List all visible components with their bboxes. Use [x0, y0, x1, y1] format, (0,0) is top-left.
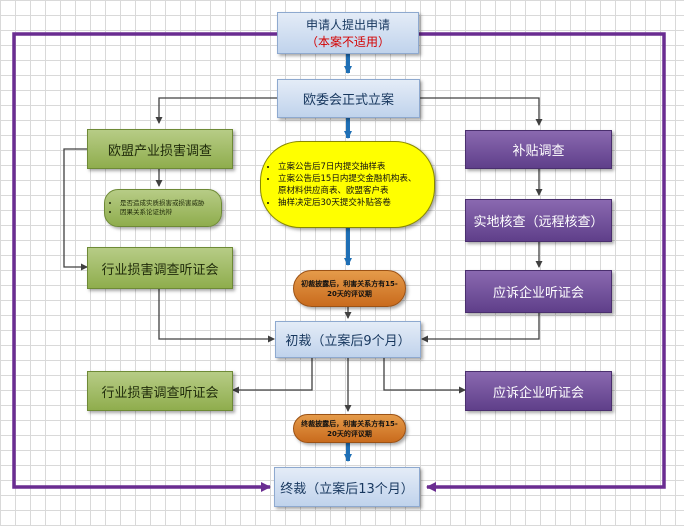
provisional-to-respondent-bottom	[383, 358, 466, 394]
injury-hearing-bottom-label: 行业损害调查听证会	[101, 385, 219, 401]
branch-connectors	[63, 97, 543, 412]
subsidy-label: 补贴调查	[512, 144, 565, 159]
injury-hearing-top-box: 行业损害调查听证会	[87, 247, 233, 289]
initiation-box: 欧委会正式立案	[277, 79, 420, 118]
subsidy-box: 补贴调查	[465, 130, 612, 169]
deadline-item: 抽样决定后30天提交补贴答卷	[278, 197, 420, 209]
deadline-item: 立案公告后7日内提交抽样表	[278, 161, 420, 173]
initiation-label: 欧委会正式立案	[302, 93, 394, 108]
applicant-title: 申请人提出申请	[305, 18, 390, 32]
respondent-hearing-top-label: 应诉企业听证会	[492, 286, 584, 301]
initiation-to-injury	[155, 97, 277, 124]
applicant-note: （本案不适用）	[305, 35, 390, 49]
onsite-label: 实地核查（远程核查）	[473, 215, 604, 230]
provisional-to-injury-hearing-bottom	[232, 358, 313, 394]
bypass-left	[12, 32, 277, 492]
respondent-to-provisional	[421, 313, 540, 343]
final-disclosure-box: 终裁披露后，利害关系方有15-20天的评议期	[293, 414, 406, 443]
injury-hearing-bottom-box: 行业损害调查听证会	[87, 371, 233, 411]
final-ruling-box: 终裁（立案后13个月）	[274, 467, 420, 507]
criteria-item: 因果关系论证抗辩	[120, 208, 205, 217]
respondent-hearing-bottom-box: 应诉企业听证会	[465, 371, 612, 411]
initiation-to-subsidy	[420, 97, 543, 126]
provisional-disclosure-label: 初裁披露后，利害关系方有15-20天的评议期	[301, 279, 398, 298]
onsite-box: 实地核查（远程核查）	[465, 199, 612, 242]
final-disclosure-label: 终裁披露后，利害关系方有15-20天的评议期	[301, 419, 398, 438]
injury-criteria-box: 是否造成实质损害或损害威胁 因果关系论证抗辩	[104, 189, 222, 227]
respondent-hearing-top-box: 应诉企业听证会	[465, 270, 612, 313]
eu-injury-box: 欧盟产业损害调查	[87, 129, 233, 169]
respondent-hearing-bottom-label: 应诉企业听证会	[492, 385, 584, 401]
deadlines-box: 立案公告后7日内提交抽样表 立案公告后15日内提交金融机构表、原材料供应商表、欧…	[260, 141, 435, 228]
bypass-loop-lines	[12, 32, 666, 492]
applicant-box: 申请人提出申请 （本案不适用）	[277, 12, 419, 54]
deadline-item: 立案公告后15日内提交金融机构表、原材料供应商表、欧盟客户表	[278, 173, 420, 197]
hearing-to-provisional	[158, 289, 275, 343]
bypass-right	[417, 32, 666, 492]
criteria-item: 是否造成实质损害或损害威胁	[120, 199, 205, 208]
provisional-disclosure-box: 初裁披露后，利害关系方有15-20天的评议期	[293, 270, 406, 307]
provisional-ruling-label: 初裁（立案后9个月）	[285, 334, 411, 349]
injury-to-hearing	[63, 148, 88, 271]
eu-injury-label: 欧盟产业损害调查	[107, 143, 212, 159]
provisional-ruling-box: 初裁（立案后9个月）	[275, 321, 421, 358]
final-ruling-label: 终裁（立案后13个月）	[280, 481, 414, 497]
injury-hearing-top-label: 行业损害调查听证会	[101, 262, 219, 278]
